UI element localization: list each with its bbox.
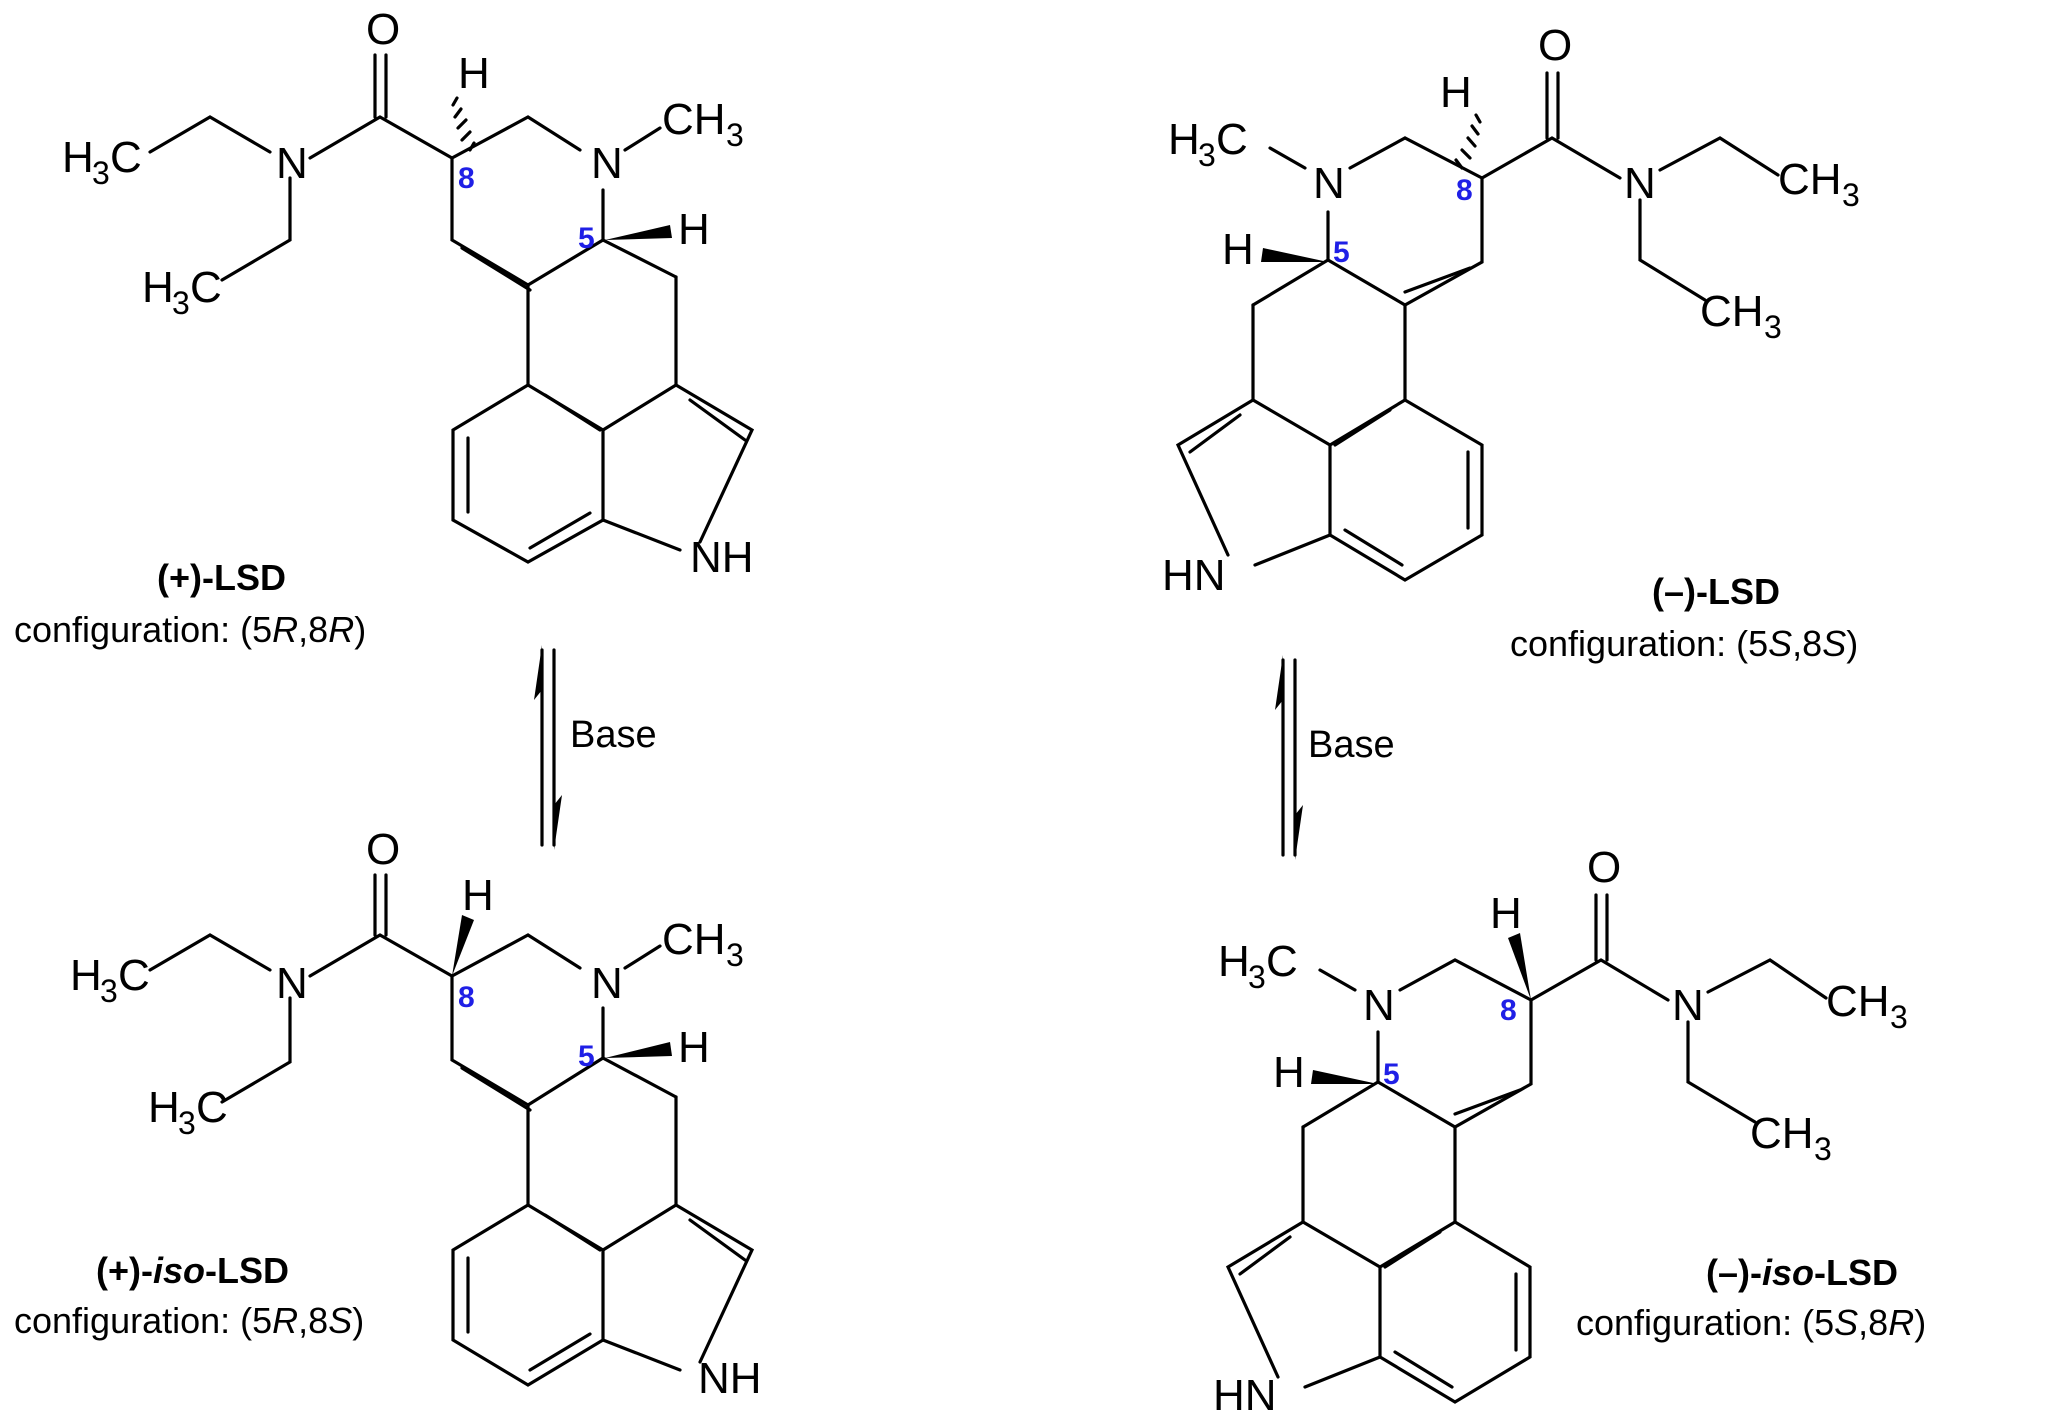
equilibrium-label-right: Base (1308, 724, 1395, 766)
plus-lsd-h3c-2-3: 3 (172, 285, 190, 321)
minus-iso-lsd-ch3-1-3: 3 (1890, 999, 1908, 1035)
minus-lsd-locant-8: 8 (1456, 174, 1473, 207)
plus-lsd-h5: H (678, 205, 710, 254)
minus-lsd-ch3-2-ch: CH (1700, 287, 1764, 336)
plus-iso-lsd-ring-n: N (591, 959, 623, 1008)
minus-iso-lsd-hn: HN (1213, 1371, 1277, 1415)
plus-lsd-structure (148, 53, 755, 564)
plus-iso-lsd-locant-8: 8 (458, 981, 475, 1014)
plus-lsd-h3c-1-c: C (110, 133, 142, 182)
plus-iso-lsd-h3c-2-3: 3 (178, 1105, 196, 1141)
minus-lsd-h5: H (1222, 225, 1254, 274)
minus-iso-lsd-amide-n: N (1672, 981, 1704, 1030)
minus-iso-lsd-title: (–)-iso-LSD (1706, 1252, 1898, 1293)
plus-iso-lsd-nh: NH (698, 1354, 762, 1403)
plus-iso-lsd-h3c-1-3: 3 (100, 973, 118, 1009)
minus-lsd-structure (1175, 71, 1780, 582)
plus-iso-lsd-locant-5: 5 (578, 1040, 595, 1073)
minus-lsd-h8: H (1440, 68, 1472, 117)
minus-lsd-amide-n: N (1624, 159, 1656, 208)
plus-lsd-h3c-2-h: H (142, 263, 174, 312)
minus-lsd-h3c-3: 3 (1198, 137, 1216, 173)
minus-lsd-title: (–)-LSD (1652, 571, 1780, 612)
plus-iso-lsd-amide-n: N (276, 959, 308, 1008)
plus-iso-lsd-h3c-2-c: C (196, 1083, 228, 1132)
minus-lsd-hn: HN (1162, 551, 1226, 600)
plus-lsd-locant-8: 8 (458, 162, 475, 195)
equilibrium-label-left: Base (570, 714, 657, 756)
plus-iso-lsd-h3c-2-h: H (148, 1083, 180, 1132)
minus-iso-lsd-locant-5: 5 (1383, 1058, 1400, 1091)
plus-iso-lsd-h5: H (678, 1023, 710, 1072)
plus-iso-lsd-ch3-3: 3 (726, 937, 744, 973)
minus-lsd-ch3-1-ch: CH (1778, 155, 1842, 204)
minus-lsd-h3c-h: H (1168, 115, 1200, 164)
plus-lsd-h3c-1-3: 3 (92, 155, 110, 191)
minus-iso-lsd-h8: H (1490, 889, 1522, 938)
plus-iso-lsd-config: configuration: (5R,8S) (14, 1300, 364, 1341)
minus-iso-lsd-ch3-1-ch: CH (1826, 977, 1890, 1026)
minus-iso-lsd-h5: H (1273, 1048, 1305, 1097)
equilibrium-arrows-left (534, 645, 562, 850)
minus-iso-lsd-ring-n: N (1363, 981, 1395, 1030)
plus-iso-lsd-h3c-1-c: C (118, 951, 150, 1000)
minus-iso-lsd-config: configuration: (5S,8R) (1576, 1302, 1926, 1343)
plus-lsd-ch3-3: 3 (726, 117, 744, 153)
plus-lsd-oxygen: O (366, 5, 400, 54)
plus-lsd-h3c-1-h: H (62, 133, 94, 182)
equilibrium-arrows-right (1275, 655, 1303, 860)
plus-lsd-config: configuration: (5R,8R) (14, 609, 366, 650)
plus-lsd-h3c-2-c: C (190, 263, 222, 312)
plus-iso-lsd-title: (+)-iso-LSD (96, 1250, 289, 1291)
plus-lsd-locant-5: 5 (578, 222, 595, 255)
plus-lsd-ring-n: N (591, 139, 623, 188)
plus-iso-lsd-h3c-1-h: H (70, 951, 102, 1000)
minus-iso-lsd-structure (1225, 893, 1828, 1404)
plus-lsd-nh: NH (690, 533, 754, 582)
plus-iso-lsd-oxygen: O (366, 825, 400, 874)
minus-iso-lsd-ch3-2-ch: CH (1750, 1109, 1814, 1158)
minus-iso-lsd-locant-8: 8 (1500, 994, 1517, 1027)
minus-lsd-oxygen: O (1538, 21, 1572, 70)
minus-iso-lsd-ch3-2-3: 3 (1814, 1131, 1832, 1167)
minus-iso-lsd-h3c-h: H (1218, 937, 1250, 986)
minus-lsd-ring-n: N (1313, 159, 1345, 208)
plus-iso-lsd-ch3-ch: CH (662, 915, 726, 964)
plus-lsd-h8: H (458, 49, 490, 98)
minus-lsd-config: configuration: (5S,8S) (1510, 623, 1858, 664)
minus-lsd-locant-5: 5 (1333, 236, 1350, 269)
minus-iso-lsd-h3c-c: C (1266, 937, 1298, 986)
plus-iso-lsd-structure (148, 873, 755, 1387)
minus-lsd-ch3-2-3: 3 (1764, 309, 1782, 345)
minus-iso-lsd-oxygen: O (1587, 843, 1621, 892)
plus-lsd-amide-n: N (276, 139, 308, 188)
minus-lsd-h3c-c: C (1216, 115, 1248, 164)
plus-lsd-ch3-ch: CH (662, 95, 726, 144)
minus-lsd-ch3-1-3: 3 (1842, 177, 1860, 213)
plus-lsd-title: (+)-LSD (157, 557, 286, 598)
minus-iso-lsd-h3c-3: 3 (1248, 959, 1266, 995)
plus-iso-lsd-h8: H (462, 871, 494, 920)
